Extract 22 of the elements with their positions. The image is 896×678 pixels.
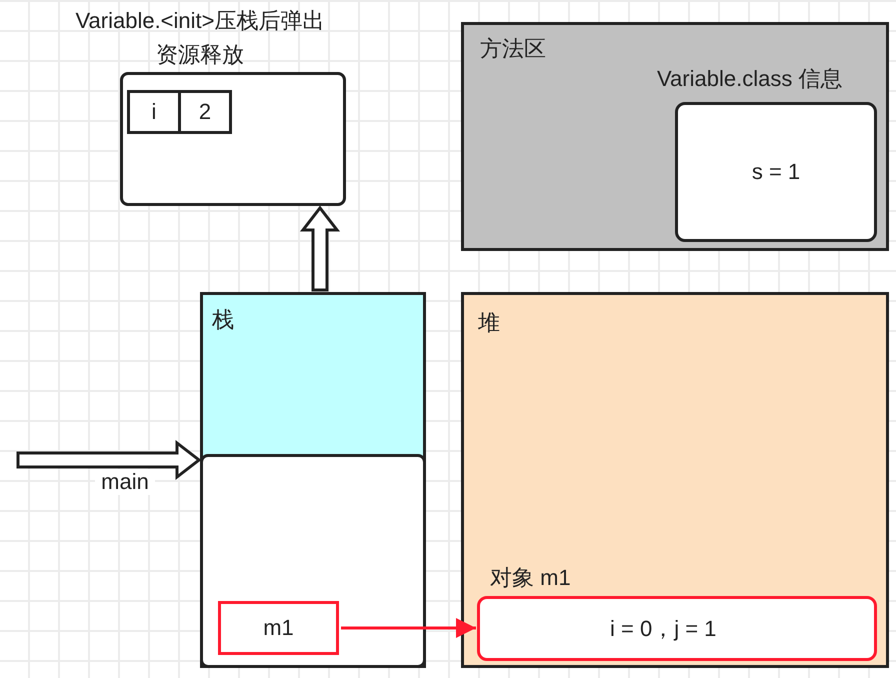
- heading-text: 对象 m1: [490, 565, 571, 591]
- label-text: 栈: [212, 307, 234, 333]
- table-cell: [127, 90, 181, 134]
- label-text: 堆: [478, 310, 500, 336]
- label-text: s = 1: [752, 159, 800, 185]
- label-text: i = 0，j = 1: [610, 616, 716, 642]
- variable-box: [218, 601, 339, 655]
- table-cell: [178, 90, 232, 134]
- stack-frame: [200, 454, 426, 668]
- edge-label: main: [95, 469, 155, 495]
- label-text: 方法区: [480, 36, 546, 62]
- label-text: i: [152, 99, 156, 125]
- memory-area: [461, 22, 889, 251]
- heading-text: Variable.class 信息: [657, 66, 842, 92]
- block-arrow: [300, 206, 340, 292]
- label-text: 2: [198, 99, 212, 125]
- block-arrow: [16, 440, 202, 480]
- label-text: m1: [263, 615, 294, 641]
- arrow: [341, 618, 476, 638]
- label-text: Variable.<init>压栈后弹出资源释放: [74, 7, 326, 69]
- memory-area: [200, 292, 426, 668]
- memory-area: [461, 292, 889, 668]
